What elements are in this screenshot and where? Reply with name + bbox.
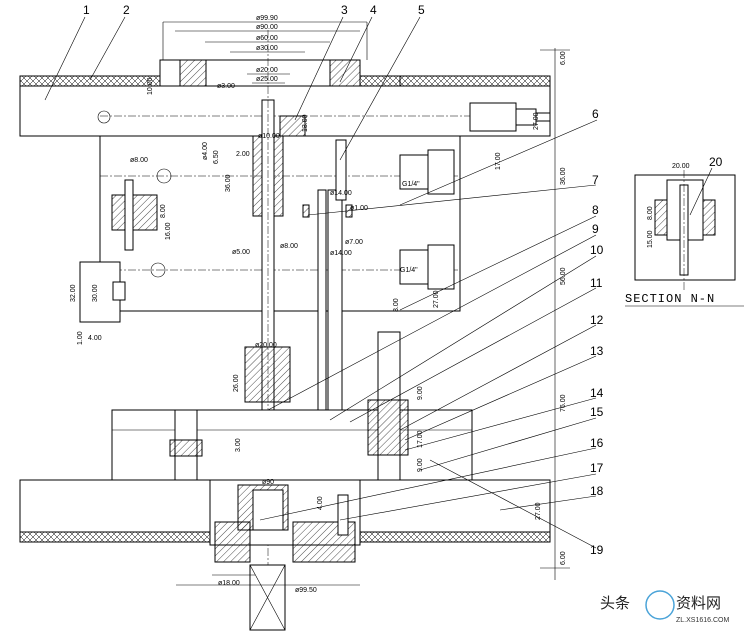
- callout-13: 13: [590, 344, 604, 358]
- callout-20: 20: [709, 155, 723, 169]
- dim-text: 3.00: [235, 438, 242, 452]
- support-plates: [111, 331, 473, 531]
- dim-text: 27.00: [535, 502, 542, 520]
- dim-text: ø30.00: [256, 45, 278, 52]
- dim-text: ø60.00: [256, 35, 278, 42]
- callout-6: 6: [592, 107, 599, 121]
- callout-4: 4: [370, 3, 377, 17]
- section-detail: [634, 170, 736, 290]
- dim-text: 15.00: [647, 230, 654, 248]
- dim-text: 17.00: [495, 152, 502, 170]
- dim-text: 4.00: [88, 335, 102, 342]
- guide-block-left: [79, 179, 158, 323]
- core-pins: [302, 139, 353, 481]
- dim-text: 76.00: [560, 394, 567, 412]
- dim-text: ø5.00: [232, 249, 250, 256]
- top-dimension-lines: [162, 21, 570, 586]
- dim-text: ø20.00: [255, 342, 277, 349]
- callout-9: 9: [592, 222, 599, 236]
- dim-text: 9.00: [417, 458, 424, 472]
- dim-text: 20.00: [672, 163, 690, 170]
- dim-text: 36.00: [560, 167, 567, 185]
- callout-15: 15: [590, 405, 604, 419]
- dim-text: ø1.00: [350, 205, 368, 212]
- dim-text: ø8.00: [130, 157, 148, 164]
- dim-text: 32.00: [70, 284, 77, 302]
- section-title: SECTION N-N: [625, 292, 715, 306]
- watermark: 头条 资料网 ZL.XS1616.COM: [600, 590, 729, 624]
- dim-text: 3.00: [393, 298, 400, 312]
- dim-text: 10.00: [147, 77, 154, 95]
- dim-text: ø18.00: [218, 580, 240, 587]
- dim-text: ø99.50: [295, 587, 317, 594]
- dim-text: ø7.00: [345, 239, 363, 246]
- callout-16: 16: [590, 436, 604, 450]
- dim-text: 8.00: [647, 206, 654, 220]
- callout-7: 7: [592, 173, 599, 187]
- dim-text: 4.00: [317, 496, 324, 510]
- dim-text: 1.00: [77, 331, 84, 345]
- dim-text: ø8.00: [280, 243, 298, 250]
- callout-1: 1: [83, 3, 90, 17]
- callout-14: 14: [590, 386, 604, 400]
- dim-text: 27.00: [433, 290, 440, 308]
- dim-text: 9.00: [417, 386, 424, 400]
- callout-19: 19: [590, 543, 604, 557]
- callout-labels: 1 2 3 4 5 6 7 8 9 10 11 12 13 14 15 16 1…: [83, 3, 723, 557]
- leader-lines: [44, 16, 713, 549]
- dim-text: G1/4": [402, 181, 420, 188]
- callout-18: 18: [590, 484, 604, 498]
- dim-text: ø99.90: [256, 15, 278, 22]
- dim-text: 8.00: [160, 204, 167, 218]
- bottom-clamp-plate: [19, 479, 551, 631]
- dim-text: 27.00: [533, 112, 540, 130]
- dimension-texts: ø99.90 ø90.00 ø60.00 ø30.00 ø20.00 ø25.0…: [70, 15, 690, 594]
- callout-8: 8: [592, 203, 599, 217]
- callout-5: 5: [418, 3, 425, 17]
- dim-text: 2.00: [236, 151, 250, 158]
- dim-text: G1/4": [400, 267, 418, 274]
- callout-17: 17: [590, 461, 604, 475]
- dim-text: ø14.00: [330, 250, 352, 257]
- dim-text: ø3.00: [217, 83, 235, 90]
- callout-11: 11: [590, 276, 603, 290]
- callout-12: 12: [590, 313, 604, 327]
- dim-text: 16.00: [165, 222, 172, 240]
- dim-text: 30.00: [92, 284, 99, 302]
- dim-text: 6.50: [213, 150, 220, 164]
- dim-text: ø4.00: [202, 142, 209, 160]
- watermark-prefix: 头条: [600, 594, 630, 612]
- watermark-logo-icon: [645, 590, 675, 620]
- watermark-url: ZL.XS1616.COM: [676, 617, 729, 624]
- dim-text: 56.00: [560, 267, 567, 285]
- dim-text: ø20.00: [256, 67, 278, 74]
- callout-3: 3: [341, 3, 348, 17]
- dim-text: ø25.00: [256, 76, 278, 83]
- dim-text: 26.00: [233, 374, 240, 392]
- locating-ring: [179, 59, 361, 137]
- dim-text: 6.00: [560, 51, 567, 65]
- dim-text: ø14.00: [330, 190, 352, 197]
- dim-text: ø10.00: [258, 133, 280, 140]
- dim-text: ø90: [262, 479, 274, 486]
- dim-text: 13.00: [302, 114, 309, 132]
- callout-2: 2: [123, 3, 130, 17]
- dim-text: 6.00: [560, 551, 567, 565]
- callout-10: 10: [590, 243, 604, 257]
- dim-text: 36.00: [225, 174, 232, 192]
- dim-text: ø90.00: [256, 24, 278, 31]
- dim-text: 17.00: [417, 430, 424, 448]
- watermark-brand: 资料网: [676, 594, 721, 612]
